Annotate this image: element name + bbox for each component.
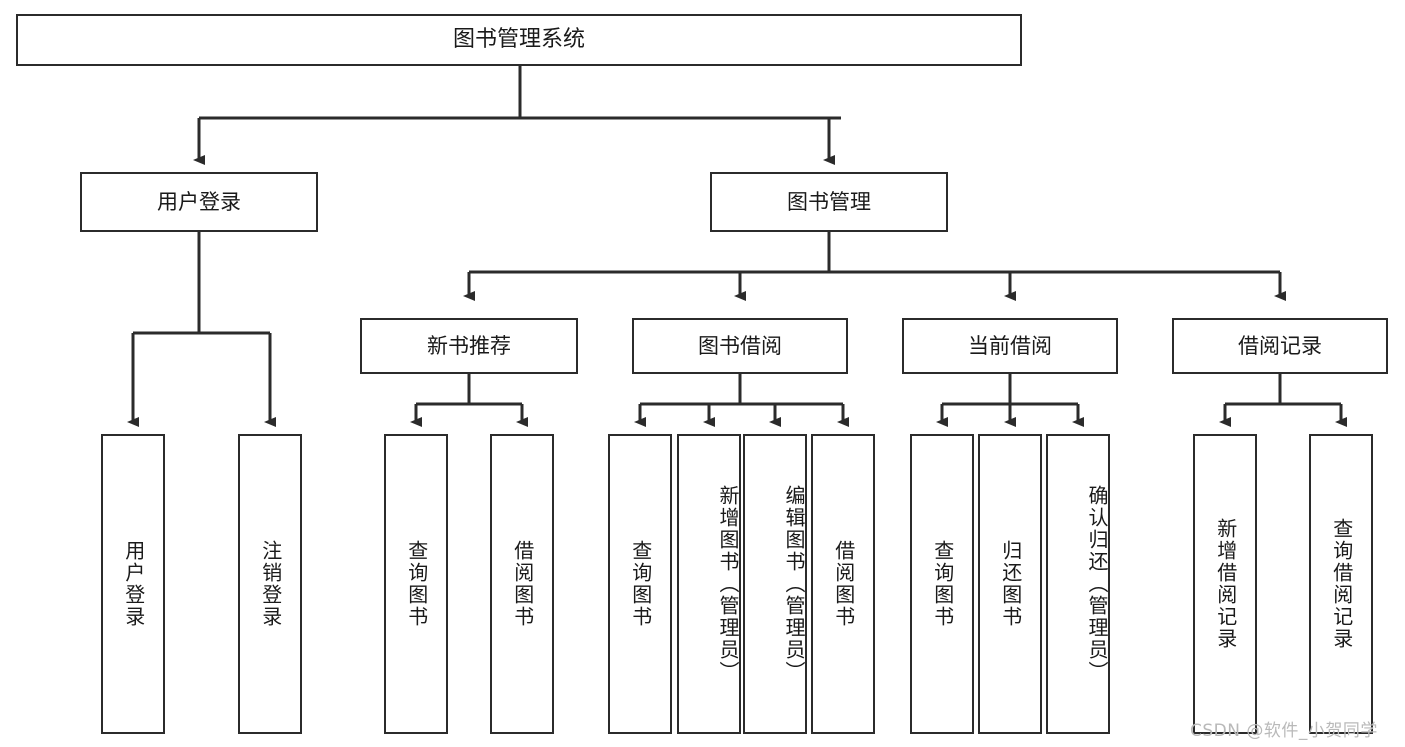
leaf-borrow-record-query-record[interactable]: 查询借阅记录 — [1309, 434, 1373, 734]
node-label: 新书推荐 — [427, 333, 511, 358]
leaf-book-borrow-edit-book-admin[interactable]: 编辑图书（管理员） — [743, 434, 807, 734]
leaf-new-book-query-book[interactable]: 查询图书 — [384, 434, 448, 734]
node-label: 用户登录 — [157, 189, 241, 214]
csdn-watermark: CSDN @软件_小贺同学 — [1190, 721, 1378, 741]
leaf-book-borrow-add-book-admin[interactable]: 新增图书（管理员） — [677, 434, 741, 734]
node-label: 用户登录 — [121, 540, 146, 628]
node-label: 注销登录 — [258, 540, 283, 628]
node-label: 图书借阅 — [698, 333, 782, 358]
node-book-borrow[interactable]: 图书借阅 — [632, 318, 848, 374]
node-label: 查询图书 — [404, 540, 429, 628]
leaf-user-login-logout[interactable]: 注销登录 — [238, 434, 302, 734]
node-label: 新增图书（管理员） — [716, 485, 740, 683]
node-borrow-record[interactable]: 借阅记录 — [1172, 318, 1388, 374]
node-label: 确认归还（管理员） — [1085, 485, 1109, 683]
node-label: 新增借阅记录 — [1213, 518, 1238, 650]
node-new-book-recommend[interactable]: 新书推荐 — [360, 318, 578, 374]
node-label: 查询图书 — [930, 540, 955, 628]
node-label: 归还图书 — [998, 540, 1023, 628]
leaf-book-borrow-query-book[interactable]: 查询图书 — [608, 434, 672, 734]
leaf-borrow-record-add-record[interactable]: 新增借阅记录 — [1193, 434, 1257, 734]
node-label: 查询借阅记录 — [1329, 518, 1354, 650]
leaf-new-book-borrow-book[interactable]: 借阅图书 — [490, 434, 554, 734]
node-user-login[interactable]: 用户登录 — [80, 172, 318, 232]
node-label: 查询图书 — [628, 540, 653, 628]
node-label: 借阅图书 — [510, 540, 535, 628]
leaf-current-borrow-query-book[interactable]: 查询图书 — [910, 434, 974, 734]
node-label: 借阅图书 — [831, 540, 856, 628]
node-book-management[interactable]: 图书管理 — [710, 172, 948, 232]
node-root-book-management-system[interactable]: 图书管理系统 — [16, 14, 1022, 66]
leaf-current-borrow-confirm-return-admin[interactable]: 确认归还（管理员） — [1046, 434, 1110, 734]
node-label: 图书管理 — [787, 189, 871, 214]
node-current-borrow[interactable]: 当前借阅 — [902, 318, 1118, 374]
node-label: 图书管理系统 — [452, 27, 585, 53]
leaf-book-borrow-borrow-book[interactable]: 借阅图书 — [811, 434, 875, 734]
node-label: 编辑图书（管理员） — [782, 485, 806, 683]
leaf-user-login-login[interactable]: 用户登录 — [101, 434, 165, 734]
node-label: 借阅记录 — [1238, 333, 1322, 358]
node-label: 当前借阅 — [968, 333, 1052, 358]
leaf-current-borrow-return-book[interactable]: 归还图书 — [978, 434, 1042, 734]
